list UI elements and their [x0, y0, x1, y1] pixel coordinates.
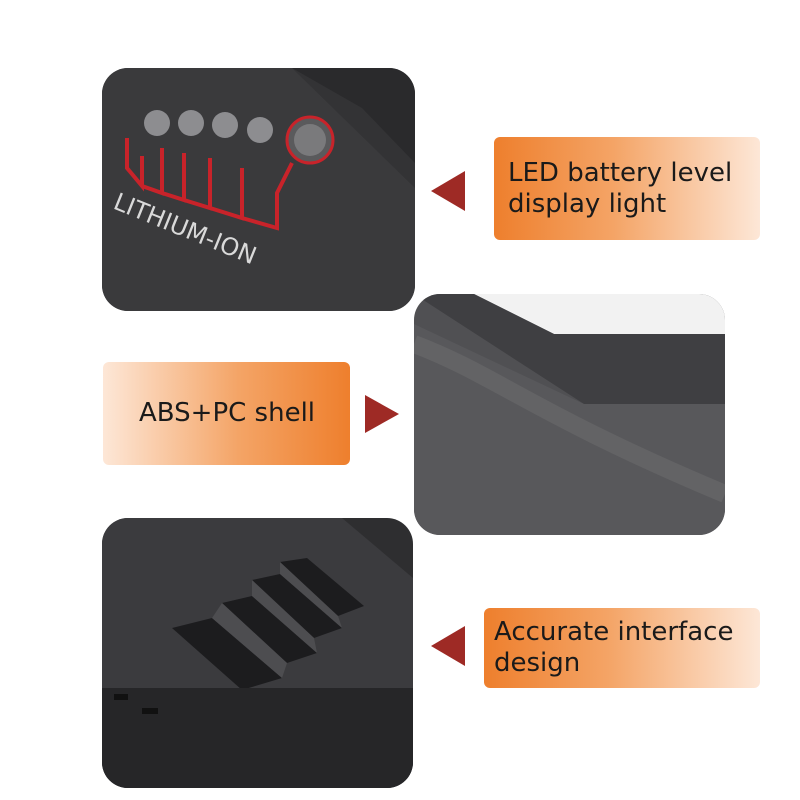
shell-illustration — [414, 294, 725, 535]
feature-label-shell: ABS+PC shell — [103, 362, 350, 465]
shell-photo — [414, 294, 725, 535]
feature-label-led: LED battery level display light — [494, 137, 760, 240]
led-dot-3 — [212, 112, 238, 138]
led-dot-4 — [247, 117, 273, 143]
feature-label-interface: Accurate interface design — [484, 608, 760, 688]
connector-slots — [172, 558, 364, 690]
interface-photo — [102, 518, 413, 788]
led-dot-2 — [178, 110, 204, 136]
led-indicator-illustration: LITHIUM-ION — [102, 68, 415, 311]
arrow-left-3 — [431, 626, 465, 666]
interface-illustration — [102, 518, 413, 788]
led-dot-1 — [144, 110, 170, 136]
feature-text-interface: Accurate interface design — [494, 617, 734, 678]
arrow-right-2 — [365, 395, 399, 433]
battery-level-logo — [125, 138, 294, 231]
feature-text-shell: ABS+PC shell — [139, 398, 316, 428]
feature-text-led: LED battery level display light — [508, 157, 733, 219]
arrow-left-1 — [431, 171, 465, 211]
led-indicator-photo: LITHIUM-ION — [102, 68, 415, 311]
